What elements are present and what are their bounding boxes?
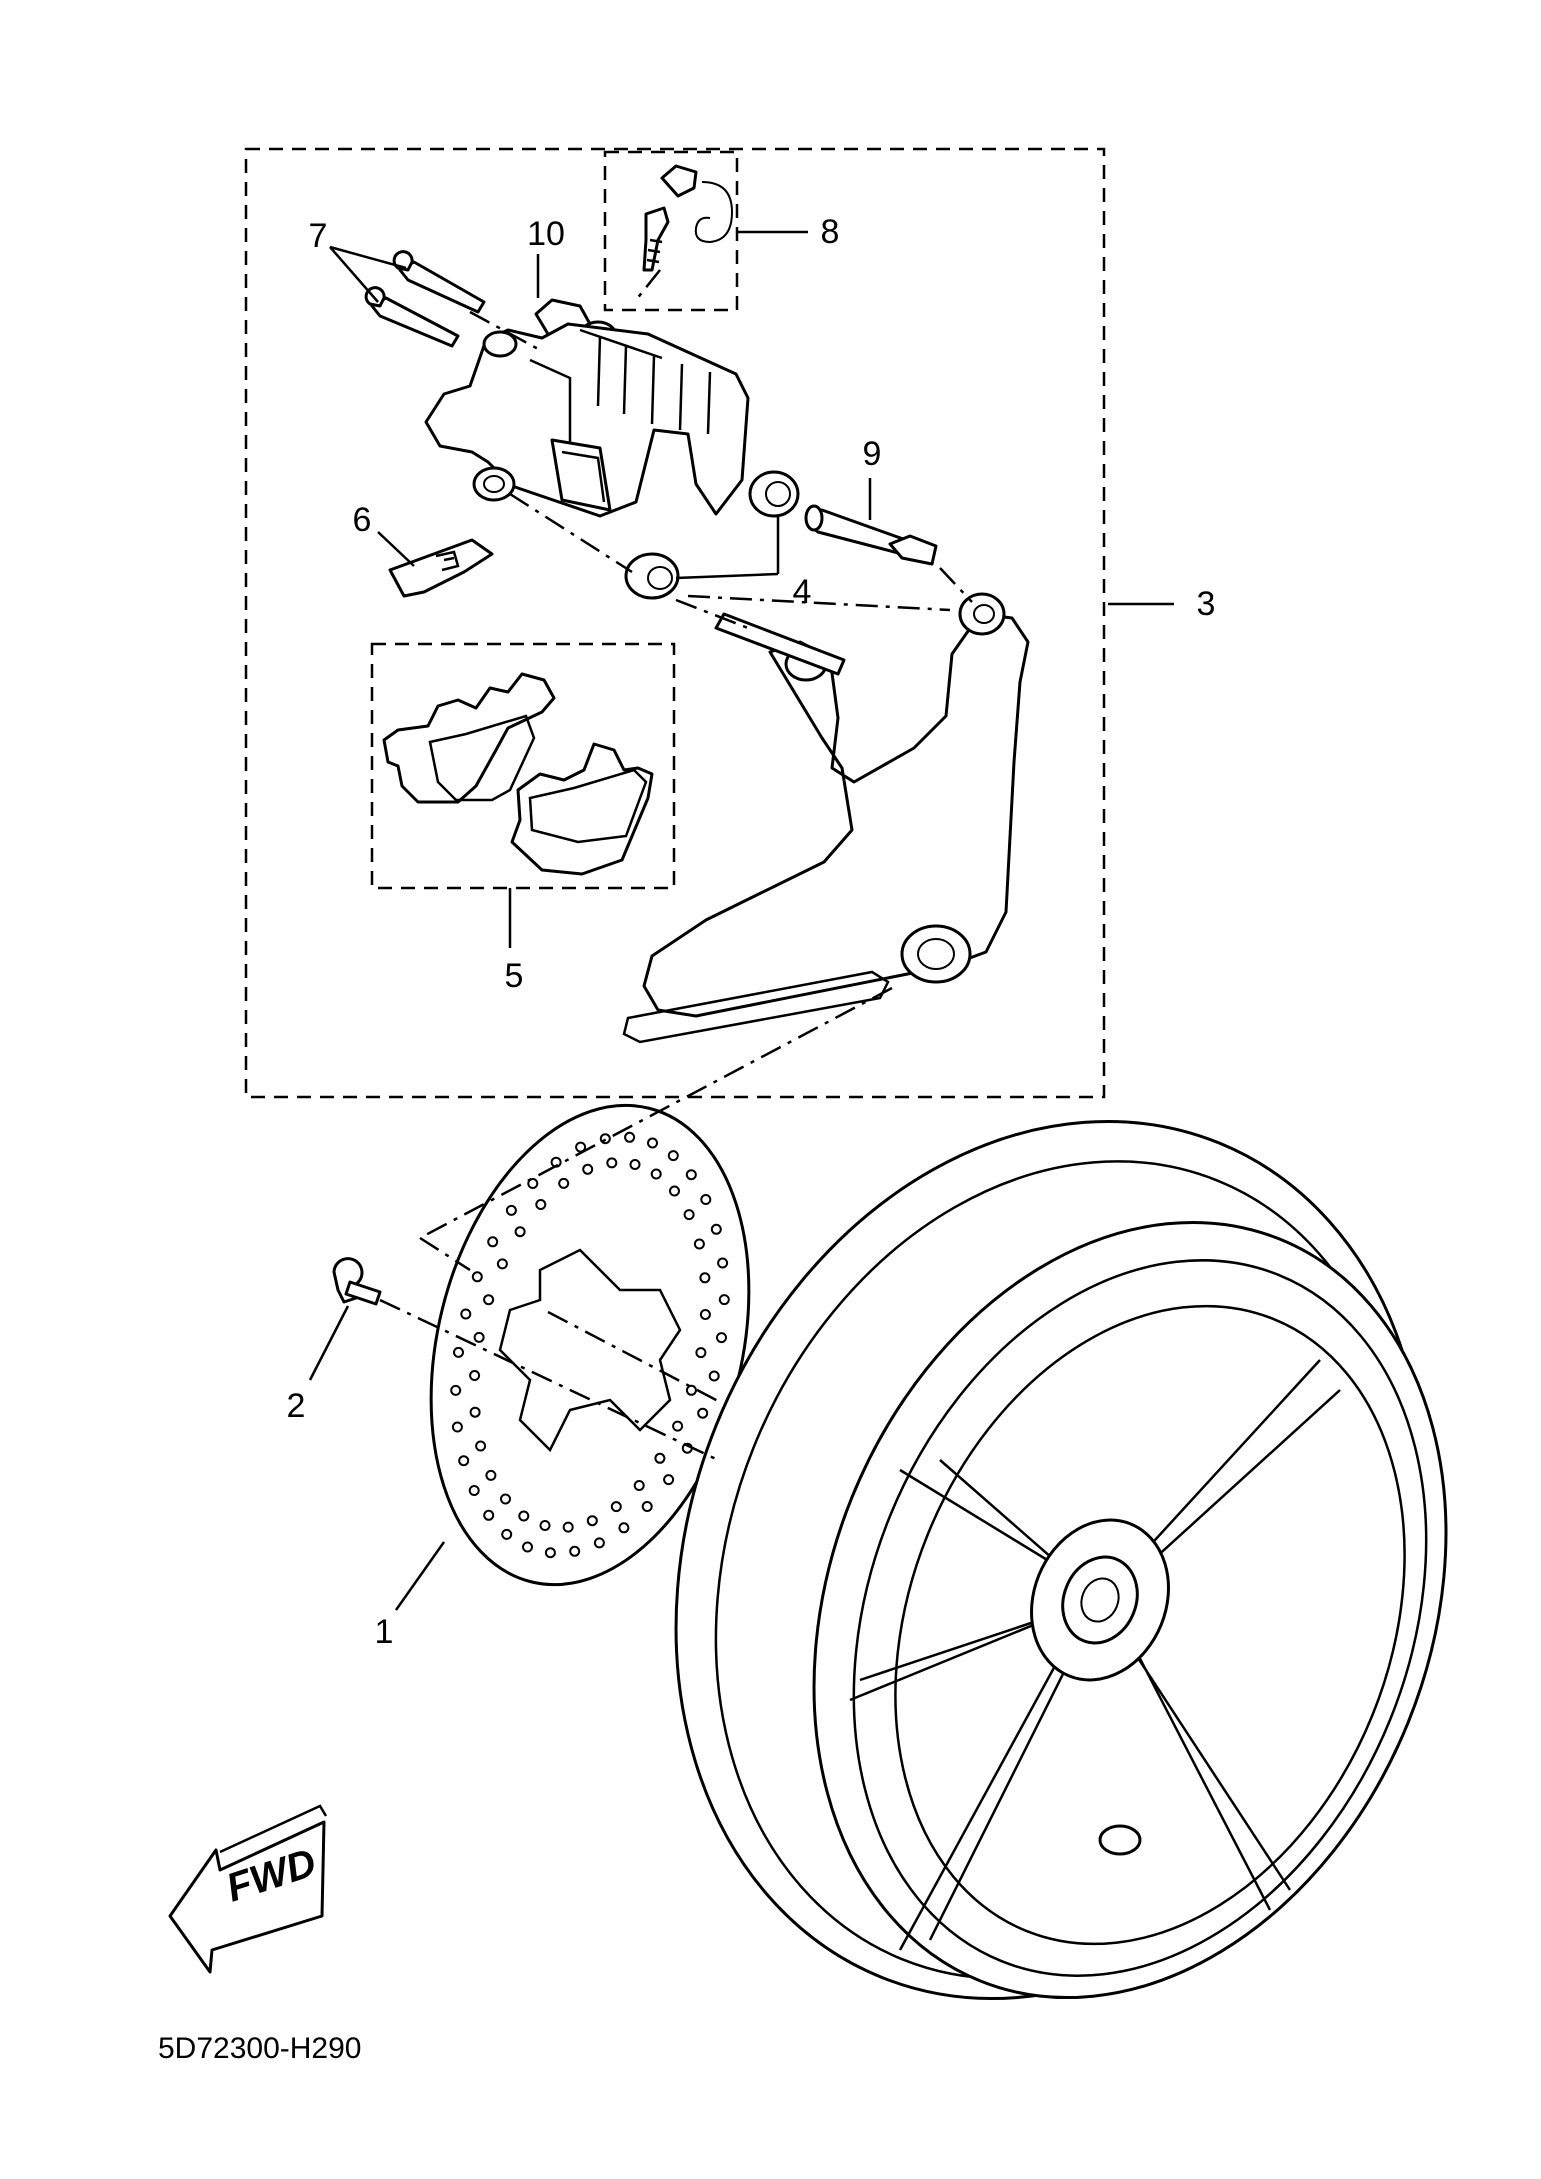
disc-hole: [501, 1528, 513, 1540]
disc-hole: [663, 1474, 675, 1486]
disc-hole: [471, 1271, 483, 1283]
disc-hole: [562, 1521, 574, 1533]
disc-hole: [450, 1384, 462, 1396]
caliper-bracket: [622, 592, 1030, 1044]
disc-hole: [505, 1204, 517, 1216]
disc-hole: [473, 1331, 485, 1343]
disc-hole: [683, 1209, 695, 1221]
disc-hole: [695, 1347, 707, 1359]
disc-hole: [629, 1159, 641, 1170]
disc-hole: [633, 1480, 645, 1491]
disc-hole: [514, 1226, 526, 1238]
disc-hole: [500, 1493, 511, 1505]
disc-hole: [717, 1257, 729, 1269]
disc-hole: [582, 1163, 594, 1175]
callout-5: 5: [505, 957, 524, 995]
disc-hole: [697, 1407, 709, 1419]
disc-hole: [569, 1545, 581, 1557]
disc-hole: [496, 1258, 508, 1270]
bleed-screw: [635, 164, 734, 301]
disc-hole: [699, 1309, 711, 1320]
disc-hole: [641, 1501, 653, 1512]
callout-10: 10: [527, 215, 565, 253]
callout-2: 2: [287, 1387, 306, 1425]
disc-hole: [453, 1346, 464, 1358]
disc-hole: [469, 1370, 481, 1381]
disc-hole: [710, 1223, 722, 1235]
callout-7: 7: [309, 217, 328, 255]
disc-hole: [667, 1150, 679, 1162]
disc-hole: [535, 1199, 547, 1210]
disc-hole: [650, 1168, 662, 1180]
leader-lines: [308, 230, 1174, 1611]
disc-hole: [469, 1406, 481, 1418]
disc-hole: [487, 1236, 499, 1248]
disc-hole: [669, 1185, 680, 1197]
disc-hole: [558, 1177, 570, 1189]
disc-hole: [685, 1169, 697, 1181]
disc-hole: [610, 1501, 622, 1513]
disc-hole: [647, 1137, 658, 1149]
disc-hole: [708, 1370, 720, 1382]
disc-hole: [539, 1520, 551, 1531]
callout-1: 1: [375, 1613, 394, 1651]
caliper-boots: [624, 470, 800, 600]
disc-hole: [618, 1522, 630, 1534]
disc-hole: [693, 1238, 705, 1250]
disc-hole: [458, 1455, 470, 1467]
disc-hole: [593, 1537, 605, 1549]
disc-hole: [485, 1469, 497, 1481]
brake-caliper: [424, 322, 750, 518]
pad-spring: [388, 538, 494, 598]
disc-hole: [599, 1133, 611, 1145]
slide-pin: [804, 504, 938, 566]
disc-hole: [718, 1294, 730, 1306]
brake-pads: [382, 672, 654, 876]
disc-hole: [483, 1509, 495, 1521]
disc-hole: [685, 1384, 697, 1396]
caliper-pins: [364, 250, 486, 348]
disc-hole: [716, 1332, 727, 1344]
disc-hole: [522, 1541, 533, 1553]
callout-3: 3: [1197, 585, 1216, 623]
callout-8: 8: [821, 213, 840, 251]
disc-hole: [586, 1515, 598, 1527]
disc-hole: [624, 1131, 636, 1143]
disc-hole: [460, 1308, 472, 1320]
disc-hole: [483, 1294, 495, 1306]
disc-bolt: [332, 1257, 382, 1306]
disc-hole: [654, 1452, 666, 1464]
callout-9: 9: [863, 435, 882, 473]
disc-hole: [699, 1272, 711, 1284]
disc-hole: [606, 1157, 618, 1169]
callout-4: 4: [793, 573, 812, 611]
disc-hole: [700, 1194, 712, 1205]
brake-pad-kit-frame: [370, 642, 676, 890]
disc-hole: [475, 1440, 487, 1452]
disc-hole: [544, 1547, 556, 1559]
rear-wheel: [674, 1120, 1448, 2000]
assembly-lines: [379, 310, 973, 1462]
callout-6: 6: [353, 501, 372, 539]
disc-hole: [468, 1485, 480, 1496]
disc-hole: [451, 1421, 463, 1433]
disc-hole: [527, 1178, 539, 1189]
caliper-assembly-frame: [244, 147, 1106, 1099]
disc-hole: [672, 1420, 684, 1432]
fwd-arrow-icon: FWD: [168, 1804, 328, 1974]
diagram-reference-code: 5D72300-H290: [158, 2032, 361, 2065]
bleed-screw-frame: [603, 150, 739, 312]
disc-hole: [518, 1510, 530, 1522]
